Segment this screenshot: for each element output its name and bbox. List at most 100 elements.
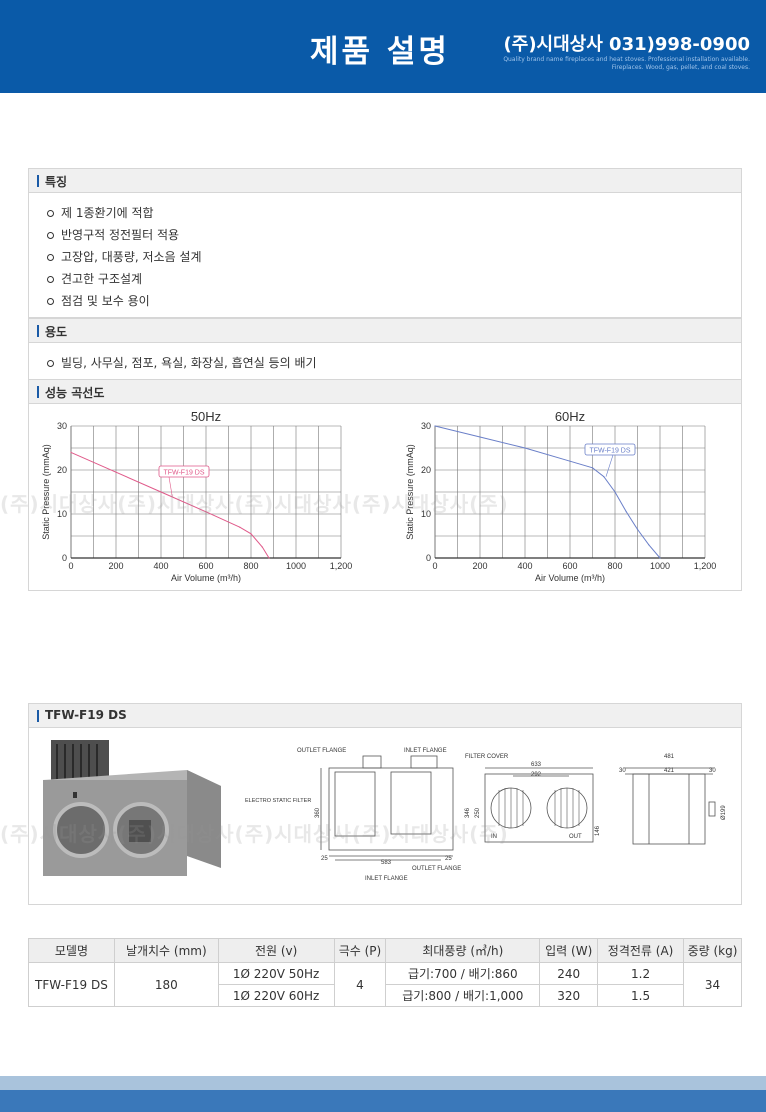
x-tick-label: 1000: [650, 561, 670, 571]
dim-583: 583: [381, 860, 392, 866]
bullet-icon: [47, 276, 54, 283]
power-cell: 1Ø 220V 50Hz: [217, 962, 335, 985]
feature-text: 견고한 구조설계: [61, 272, 143, 286]
column-header: 정격전류 (A): [597, 938, 685, 963]
dim-250: 250: [475, 807, 481, 818]
y-tick-label: 10: [57, 509, 67, 519]
y-tick-label: 20: [421, 465, 431, 475]
y-tick-label: 30: [57, 421, 67, 431]
front-view-drawing: [320, 755, 454, 861]
dim-360: 360: [315, 807, 321, 818]
usage-heading-bar: 용도: [29, 319, 741, 343]
heading-accent: [37, 175, 39, 187]
series-label-box: [158, 465, 210, 478]
usage-heading: 용도: [45, 325, 68, 339]
heading-accent: [37, 710, 39, 722]
outlet-flange-label: OUTLET FLANGE: [297, 748, 346, 754]
column-header: 중량 (kg): [683, 938, 742, 963]
dim-346: 346: [465, 807, 471, 818]
x-tick-label: 400: [517, 561, 532, 571]
dim-30b: 30: [709, 768, 716, 774]
x-tick-label: 200: [108, 561, 123, 571]
inlet-flange-label: INLET FLANGE: [404, 748, 447, 754]
model-cell: TFW-F19 DS: [28, 962, 115, 1007]
dim-481: 481: [664, 754, 675, 760]
top-view-drawing: [625, 767, 716, 845]
x-tick-label: 800: [243, 561, 258, 571]
tagline-2: Fireplaces. Wood, gas, pellet, and coal …: [611, 64, 750, 71]
data-point: [479, 436, 481, 438]
dim-421: 421: [664, 768, 675, 774]
data-point: [569, 460, 571, 462]
airflow-cell: 급기:800 / 배기:1,000: [385, 984, 541, 1007]
series-label-leader: [168, 476, 173, 497]
data-point: [603, 476, 605, 478]
column-header: 극수 (P): [333, 938, 387, 963]
dim-633: 633: [531, 762, 542, 768]
product-figures: OUTLET FLANGE INLET FLANGE ELECTRO STATI…: [43, 740, 727, 882]
list-item: 빌딩, 사무실, 점포, 욕실, 화장실, 흡연실 등의 배기: [47, 352, 741, 374]
x-tick-label: 0: [68, 561, 73, 571]
data-point: [625, 511, 627, 513]
performance-heading: 성능 곡선도: [45, 386, 105, 400]
data-point: [591, 467, 594, 469]
x-axis-label: Air Volume (m³/h): [171, 573, 241, 583]
usage-text: 빌딩, 사무실, 점포, 욕실, 화장실, 흡연실 등의 배기: [61, 356, 317, 370]
poles-cell: 4: [333, 962, 387, 1007]
dim-146: 146: [595, 825, 601, 836]
current-cell: 1.2: [597, 962, 685, 985]
column-header: 최대풍량 (㎥/h): [385, 938, 541, 963]
bullet-icon: [47, 254, 54, 261]
dim-25b: 25: [445, 856, 452, 862]
column-header: 입력 (W): [539, 938, 599, 963]
x-tick-label: 600: [562, 561, 577, 571]
tagline-1: Quality brand name fireplaces and heat s…: [503, 56, 750, 63]
chart-title: 60Hz: [555, 409, 585, 424]
series-label-leader: [605, 454, 614, 477]
weight-cell: 34: [683, 962, 742, 1007]
bullet-icon: [47, 232, 54, 239]
spec-table: 모델명 날개치수 (mm) 전원 (v) 극수 (P) 최대풍량 (㎥/h) 입…: [28, 938, 742, 1007]
product-heading: TFW-F19 DS: [45, 708, 127, 722]
x-tick-label: 0: [432, 561, 437, 571]
features-heading-bar: 특징: [29, 169, 741, 193]
dim-30a: 30: [619, 768, 626, 774]
out-label: OUT: [569, 834, 582, 840]
bullet-icon: [47, 360, 54, 367]
chart-title: 50Hz: [191, 409, 221, 424]
column-header: 날개치수 (mm): [113, 938, 219, 963]
product-heading-bar: TFW-F19 DS: [29, 704, 741, 728]
data-point: [70, 451, 72, 453]
feature-text: 고장압, 대풍량, 저소음 설계: [61, 250, 202, 264]
feature-text: 점검 및 보수 용이: [61, 294, 150, 308]
in-label: IN: [491, 834, 497, 840]
bullet-icon: [47, 210, 54, 217]
watermark: (주)시대상사(주)시대상사(주)시대상사(주)시대상사(주): [0, 492, 509, 516]
data-point: [524, 447, 526, 449]
footer-band-light: [0, 1076, 766, 1090]
x-tick-label: 600: [198, 561, 213, 571]
data-point: [250, 533, 252, 535]
x-tick-label: 1000: [286, 561, 306, 571]
y-tick-label: 10: [421, 509, 431, 519]
y-axis-label: Static Pressure (mmAq): [405, 444, 415, 540]
data-point: [115, 471, 117, 473]
y-tick-label: 0: [62, 553, 67, 563]
heading-accent: [37, 325, 39, 337]
product-photo: [43, 740, 221, 876]
data-point: [239, 526, 241, 528]
heading-accent: [37, 386, 39, 398]
product-panel: TFW-F19 DS: [28, 703, 742, 905]
data-point: [261, 546, 263, 548]
data-point: [434, 425, 436, 427]
company-contact: (주)시대상사 031)998-0900: [503, 34, 750, 55]
outlet-flange-bottom-label: OUTLET FLANGE: [412, 866, 461, 872]
airflow-cell: 급기:700 / 배기:860: [385, 962, 541, 985]
inlet-flange-bottom-label: INLET FLANGE: [365, 876, 408, 882]
series-label: TFW-F19 DS: [163, 470, 204, 477]
footer-band: [0, 1090, 766, 1112]
page-title: 제품 설명: [310, 34, 450, 70]
x-tick-label: 800: [607, 561, 622, 571]
series-label: TFW-F19 DS: [589, 448, 630, 455]
